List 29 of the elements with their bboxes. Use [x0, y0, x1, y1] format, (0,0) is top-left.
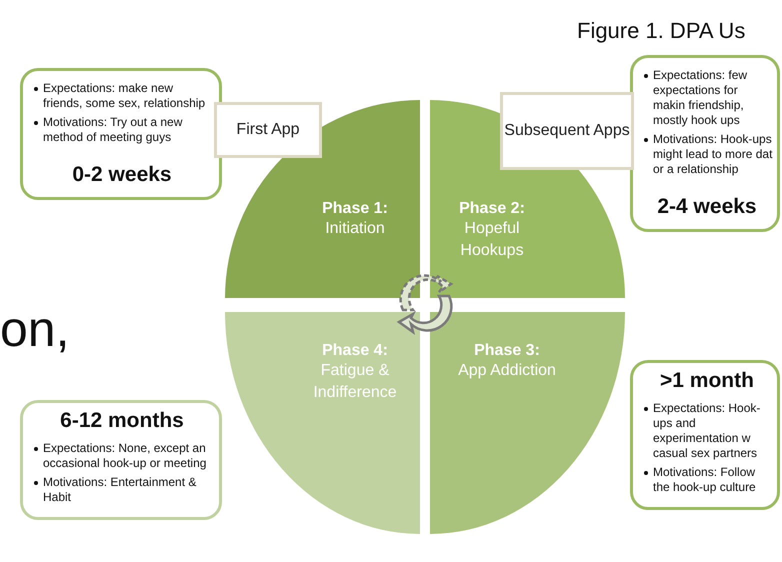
- quadrant-segment: [225, 312, 420, 534]
- slide-text-fragment: on,: [0, 300, 70, 358]
- bullet-text: Expectations: make new friends, some sex, relationship: [43, 81, 206, 110]
- phase-name: Initiation: [324, 219, 386, 239]
- bullet-text: Expectations: None, except an occasional hook-up or meeting: [43, 441, 206, 470]
- label-box: First App: [214, 102, 322, 158]
- info-card: [20, 68, 222, 200]
- info-card: [630, 55, 780, 232]
- time-span-heading: 2-4 weeks: [656, 195, 758, 219]
- bullet-text: Motivations: Follow the hook-up culture: [653, 465, 756, 494]
- phase-name: Hopeful Hookups: [459, 219, 525, 261]
- bullet-text: Motivations: Try out a new method of meeting guys: [43, 115, 182, 144]
- phase-number: Phase 3:: [473, 342, 541, 360]
- phase-number: Phase 1:: [321, 200, 389, 218]
- time-span-heading: 6-12 months: [59, 409, 185, 433]
- phase-number: Phase 2:: [458, 200, 526, 218]
- label-box: Subsequent Apps: [500, 92, 634, 170]
- phase-number: Phase 4:: [321, 342, 389, 360]
- time-span-heading: >1 month: [659, 369, 755, 393]
- bullet-text: Motivations: Hook-ups might lead to more dat or a relationship: [653, 132, 772, 176]
- phase-name: Fatigue & Indifference: [312, 361, 398, 403]
- bullet-text: Expectations: Hook-ups and experimentation w casual sex partners: [653, 401, 760, 460]
- bullet-text: Expectations: few expectations for makin friendship, mostly hook ups: [653, 68, 748, 127]
- figure-title: Figure 1. DPA Us: [577, 18, 746, 44]
- time-span-heading: 0-2 weeks: [71, 163, 173, 187]
- phase-name: App Addiction: [457, 361, 557, 381]
- info-card: [630, 360, 780, 510]
- bullet-text: Motivations: Entertainment & Habit: [43, 475, 196, 504]
- info-card: [20, 400, 222, 520]
